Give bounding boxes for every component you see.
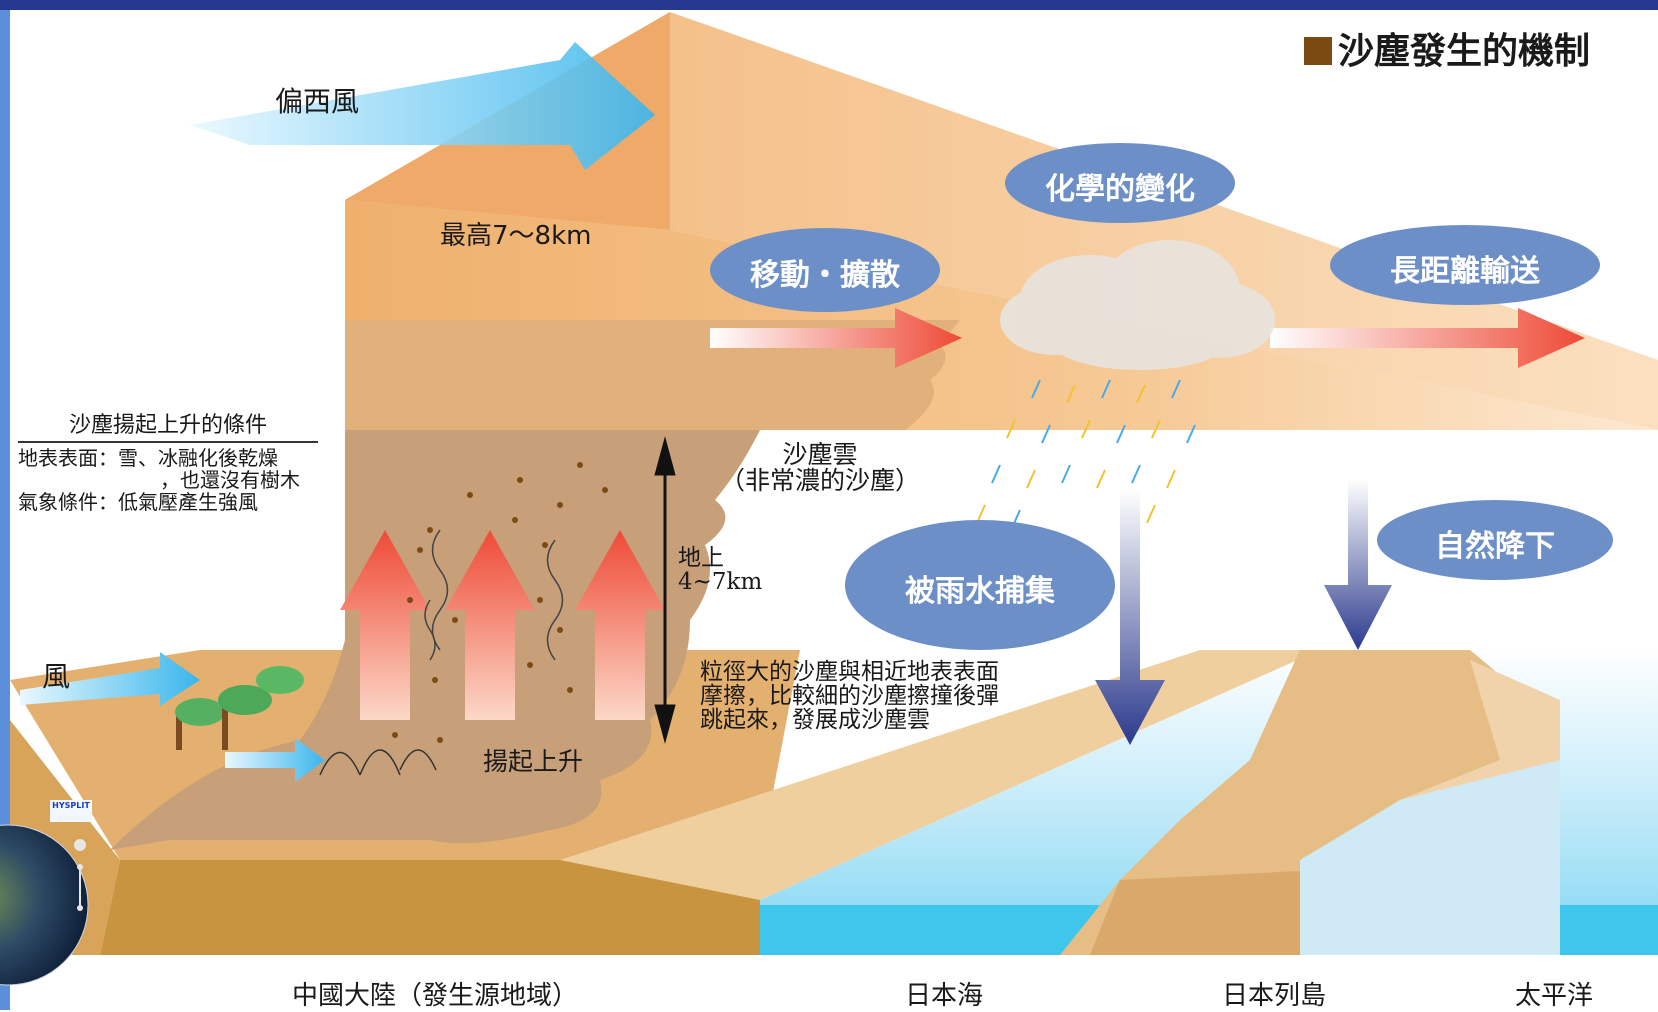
surface-wind-arrow: [20, 652, 200, 706]
dust-cloud-subtitle: （非常濃的沙塵）: [720, 466, 921, 495]
region-china: 中國大陸（發生源地域）: [292, 981, 579, 1011]
westerly-arrow: [190, 42, 655, 170]
trees: [175, 666, 304, 750]
oval-natural-fall: [1377, 500, 1613, 580]
page-title: 沙塵發生的機制: [1303, 22, 1590, 74]
max-height-label: 最高7～8km: [440, 221, 592, 251]
conditions-box: 沙塵揚起上升的條件 地表表面：雪、冰融化後乾燥 ，也還沒有樹木 氣象條件：低氣壓…: [18, 415, 318, 513]
uplift-arrow-1: [340, 530, 430, 720]
note-line-1: 粒徑大的沙塵與相近地表表面: [700, 659, 999, 685]
inflow-arrow: [225, 738, 325, 782]
title-square-icon: [1303, 37, 1332, 65]
uplift-label: 揚起上升: [483, 747, 584, 776]
conditions-line-1: 地表表面：雪、冰融化後乾燥: [18, 446, 278, 470]
globe-inset-graphic: [0, 824, 89, 986]
oval-chemical: [1005, 143, 1235, 223]
saltation-note: 粒徑大的沙塵與相近地表表面 摩擦，比較細的沙塵擦撞後彈 跳起來，發展成沙塵雲: [700, 660, 999, 732]
height-label-line1: 地上: [678, 545, 724, 571]
uplift-arrow-2: [445, 530, 535, 720]
oval-movement: [710, 228, 940, 312]
wind-label: 風: [42, 660, 71, 693]
natural-fall-arrow: [1324, 480, 1392, 650]
hysplit-logo: HYSPLIT: [50, 800, 92, 822]
region-japan-islands: 日本列島: [1222, 981, 1327, 1011]
uplift-arrow-3: [575, 530, 665, 720]
rain-cloud: [1000, 240, 1275, 370]
title-text: 沙塵發生的機制: [1337, 31, 1590, 72]
dust-particles: [392, 462, 608, 743]
island-front: [1300, 760, 1560, 955]
dust-cloud-title: 沙塵雲: [782, 440, 858, 469]
rain-capture-arrow: [1095, 490, 1165, 745]
rain-capture-label: 被雨水捕集: [905, 574, 1055, 609]
transport-arrow-1: [710, 308, 962, 368]
movement-label: 移動・擴散: [750, 258, 900, 293]
top-band: [0, 0, 1658, 10]
chemical-change-label: 化學的變化: [1045, 172, 1195, 207]
turbulence-lines: [424, 529, 564, 661]
note-line-3: 跳起來，發展成沙塵雲: [700, 707, 930, 733]
conditions-header: 沙塵揚起上升的條件: [18, 415, 318, 443]
westerly-wind-label: 偏西風: [275, 85, 360, 118]
region-sea-of-japan: 日本海: [905, 981, 984, 1011]
height-label-line2: 4~7km: [678, 569, 763, 595]
conditions-line-3: 氣象條件：低氣壓產生強風: [18, 490, 258, 514]
island-shelf: [1090, 870, 1320, 955]
land-slab-front: [100, 860, 760, 955]
region-pacific: 太平洋: [1515, 981, 1594, 1011]
dust-cloud-label: 沙塵雲 （非常濃的沙塵）: [720, 442, 920, 494]
saltation-arcs: [319, 749, 437, 776]
note-line-2: 摩擦，比較細的沙塵擦撞後彈: [700, 683, 999, 709]
long-transport-label: 長距離輸送: [1390, 254, 1540, 289]
transport-arrow-2: [1270, 308, 1585, 368]
conditions-line-2: ，也還沒有樹木: [160, 468, 300, 492]
sky-prism-top: [345, 12, 1658, 430]
height-arrow: [654, 436, 676, 744]
oval-rain-capture: [845, 520, 1115, 650]
globe-inset: HYSPLIT: [0, 798, 96, 1010]
height-label: 地上 4~7km: [678, 546, 762, 594]
natural-fall-label: 自然降下: [1435, 529, 1555, 564]
rain-streaks: [976, 379, 1196, 529]
oval-long-transport: [1330, 225, 1600, 305]
